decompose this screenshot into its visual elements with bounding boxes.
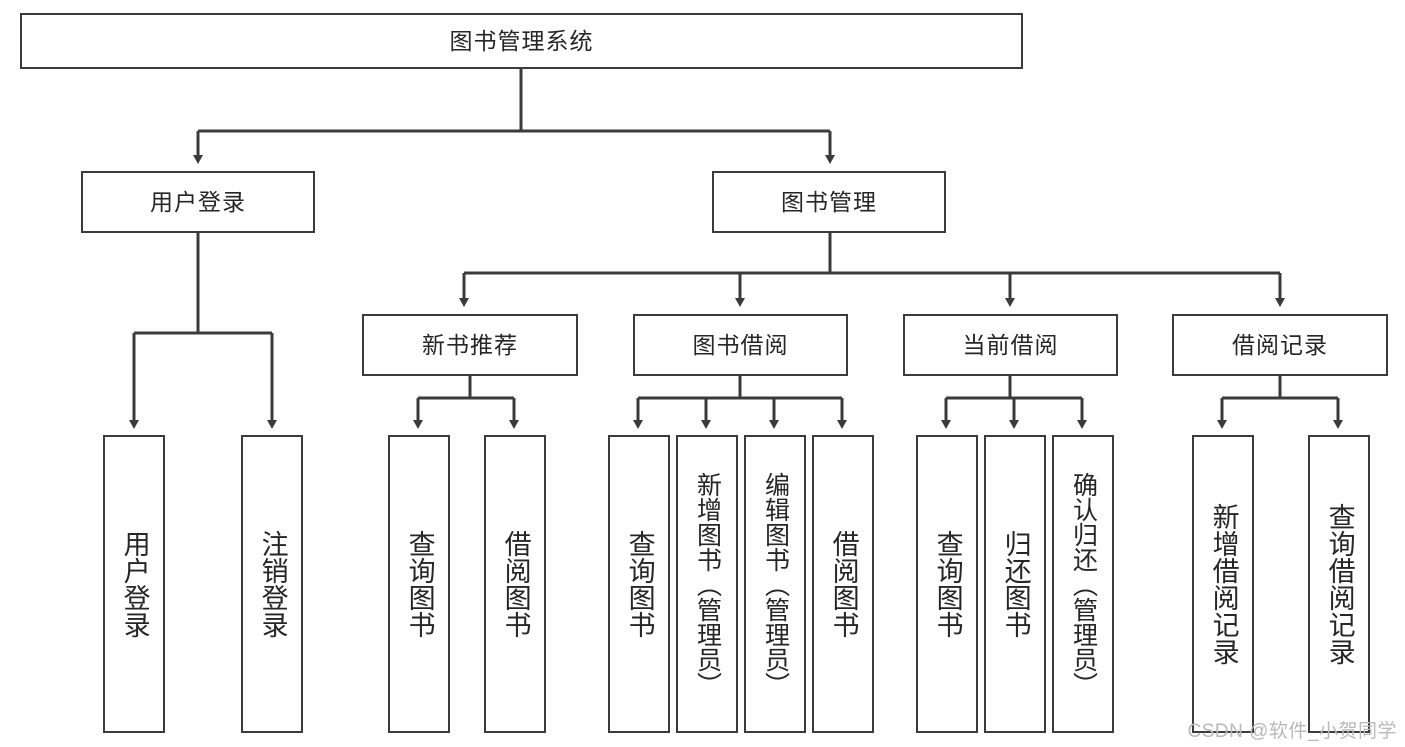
node-user-login-label: 用户登录 [150,188,246,215]
leaf-user-login-1-label: 注销登录 [257,530,288,638]
leaf-book-borrow-2[interactable]: 编辑图书（管理员） [744,435,806,733]
leaf-borrow-record-1[interactable]: 查询借阅记录 [1308,435,1370,733]
csdn-watermark: CSDN @软件_小贺同学 [1187,721,1397,742]
leaf-user-login-0[interactable]: 用户登录 [103,435,165,733]
node-current-borrow[interactable]: 当前借阅 [903,314,1118,376]
node-user-login[interactable]: 用户登录 [81,171,315,233]
node-borrow-record[interactable]: 借阅记录 [1172,314,1388,376]
leaf-book-borrow-3[interactable]: 借阅图书 [812,435,874,733]
node-borrow-record-label: 借阅记录 [1232,331,1328,358]
leaf-book-borrow-1[interactable]: 新增图书（管理员） [676,435,738,733]
leaf-new-book-recommend-1-label: 借阅图书 [500,530,531,638]
leaf-user-login-1[interactable]: 注销登录 [241,435,303,733]
leaf-current-borrow-1-label: 归还图书 [1000,530,1031,638]
node-book-borrow-label: 图书借阅 [692,331,789,358]
leaf-current-borrow-2-label: 确认归还（管理员） [1069,471,1098,697]
node-book-management[interactable]: 图书管理 [712,171,946,233]
leaf-borrow-record-1-label: 查询借阅记录 [1324,503,1355,665]
leaf-book-borrow-0-label: 查询图书 [624,530,655,638]
leaf-new-book-recommend-1[interactable]: 借阅图书 [484,435,546,733]
leaf-book-borrow-1-label: 新增图书（管理员） [693,471,722,697]
leaf-user-login-0-label: 用户登录 [119,530,150,638]
leaf-current-borrow-0[interactable]: 查询图书 [916,435,978,733]
leaf-current-borrow-0-label: 查询图书 [932,530,963,638]
node-new-book-recommend[interactable]: 新书推荐 [362,314,578,376]
node-book-borrow[interactable]: 图书借阅 [633,314,848,376]
leaf-new-book-recommend-0-label: 查询图书 [404,530,435,638]
node-root-book-management-system[interactable]: 图书管理系统 [20,13,1023,69]
leaf-book-borrow-2-label: 编辑图书（管理员） [761,471,790,697]
node-current-borrow-label: 当前借阅 [962,331,1059,358]
node-root-label: 图书管理系统 [449,27,594,54]
leaf-borrow-record-0[interactable]: 新增借阅记录 [1192,435,1254,733]
node-new-book-recommend-label: 新书推荐 [422,331,518,358]
leaf-new-book-recommend-0[interactable]: 查询图书 [388,435,450,733]
leaf-book-borrow-0[interactable]: 查询图书 [608,435,670,733]
leaf-current-borrow-2[interactable]: 确认归还（管理员） [1052,435,1114,733]
leaf-borrow-record-0-label: 新增借阅记录 [1208,503,1239,665]
leaf-book-borrow-3-label: 借阅图书 [828,530,859,638]
node-book-management-label: 图书管理 [781,188,877,215]
leaf-current-borrow-1[interactable]: 归还图书 [984,435,1046,733]
